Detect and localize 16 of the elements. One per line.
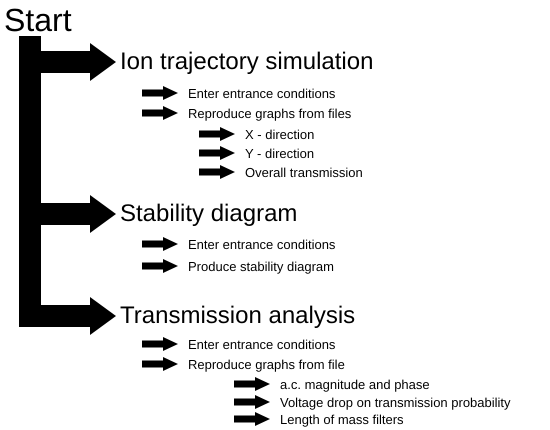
step-label: X - direction: [245, 128, 314, 140]
section-heading: Stability diagram: [120, 202, 298, 226]
step-label: Enter entrance conditions: [188, 86, 336, 100]
step-label: Reproduce graphs from file: [188, 358, 345, 370]
step-label: Enter entrance conditions: [188, 338, 336, 350]
start-label: Start: [4, 4, 72, 36]
section-heading: Ion trajectory simulation: [120, 50, 374, 74]
step-label: Reproduce graphs from files: [188, 106, 352, 120]
step-label: Produce stability diagram: [188, 260, 334, 272]
step-label: a.c. magnitude and phase: [280, 378, 430, 390]
step-label: Voltage drop on transmission probability: [280, 396, 511, 408]
step-label: Y - direction: [245, 146, 314, 160]
section-heading: Transmission analysis: [120, 304, 356, 328]
step-label: Length of mass filters: [280, 412, 404, 426]
step-label: Overall transmission: [245, 166, 363, 178]
step-label: Enter entrance conditions: [188, 238, 336, 250]
